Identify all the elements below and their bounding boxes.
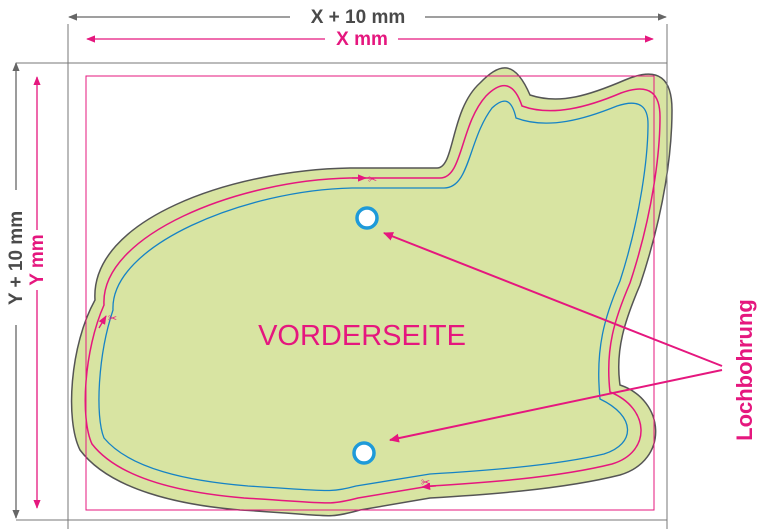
cut-direction-marks: ✂ ✂ ✂ xyxy=(98,173,437,491)
inner-height-label: Y mm xyxy=(27,234,48,285)
height-dimensions: Y + 10 mm Y mm xyxy=(6,62,48,519)
cut-arrow-bottom xyxy=(421,482,437,491)
outer-width-label: X + 10 mm xyxy=(311,7,406,28)
hole-pointers xyxy=(383,232,723,443)
holes xyxy=(352,206,379,465)
pointer-top-hole xyxy=(383,232,723,367)
pointer-bottom-hole xyxy=(389,369,723,443)
outer-height-label: Y + 10 mm xyxy=(6,211,27,305)
trim-line xyxy=(84,85,661,504)
inner-trim-box xyxy=(85,75,655,511)
width-dimensions: X + 10 mm X mm xyxy=(68,7,667,50)
hole-bottom xyxy=(352,441,376,465)
hole-top xyxy=(355,206,379,230)
scissors-icon: ✂ xyxy=(108,312,117,325)
safe-line xyxy=(98,100,649,492)
hole-label: Lochbohrung xyxy=(732,299,757,441)
front-side-label: VORDERSEITE xyxy=(258,320,466,352)
cut-arrow-left xyxy=(98,315,107,329)
guide-rectangles xyxy=(16,24,668,529)
inner-width-label: X mm xyxy=(336,29,388,50)
scissors-icon: ✂ xyxy=(421,476,430,489)
scissors-icon: ✂ xyxy=(368,173,377,186)
